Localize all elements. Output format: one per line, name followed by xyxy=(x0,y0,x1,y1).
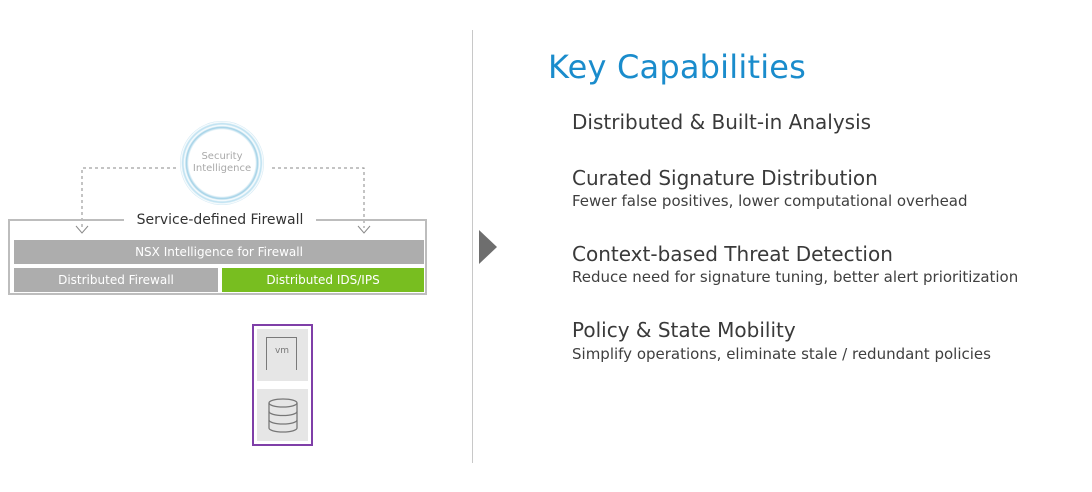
capability-subtitle-threat-detection: Reduce need for signature tuning, better… xyxy=(572,268,1019,286)
left-arrowhead xyxy=(75,225,89,234)
key-capabilities-heading: Key Capabilities xyxy=(548,48,807,86)
database-icon xyxy=(268,398,298,433)
security-intelligence-circle: Security Intelligence xyxy=(180,121,264,205)
divider xyxy=(472,30,473,463)
capability-subtitle-signature: Fewer false positives, lower computation… xyxy=(572,192,968,210)
vm-label: vm xyxy=(274,346,290,356)
capability-title-signature: Curated Signature Distribution xyxy=(572,166,878,190)
right-connector xyxy=(272,167,365,228)
capability-title-policy-mobility: Policy & State Mobility xyxy=(572,318,796,342)
firewall-title: Service-defined Firewall xyxy=(124,209,316,231)
capability-subtitle-policy-mobility: Simplify operations, eliminate stale / r… xyxy=(572,345,991,363)
connector-lines xyxy=(75,167,371,234)
nsx-intelligence-bar: NSX Intelligence for Firewall xyxy=(14,240,424,264)
right-arrowhead xyxy=(357,225,371,234)
left-connector xyxy=(81,167,176,228)
vm-icon xyxy=(266,337,297,370)
distributed-firewall-bar: Distributed Firewall xyxy=(14,268,218,292)
capability-title-threat-detection: Context-based Threat Detection xyxy=(572,242,893,266)
workload-group xyxy=(252,324,313,446)
capability-title-analysis: Distributed & Built-in Analysis xyxy=(572,110,872,134)
chevron-right-icon xyxy=(479,230,497,264)
security-intelligence-label: Security Intelligence xyxy=(192,151,252,174)
distributed-ids-bar: Distributed IDS/IPS xyxy=(222,268,424,292)
